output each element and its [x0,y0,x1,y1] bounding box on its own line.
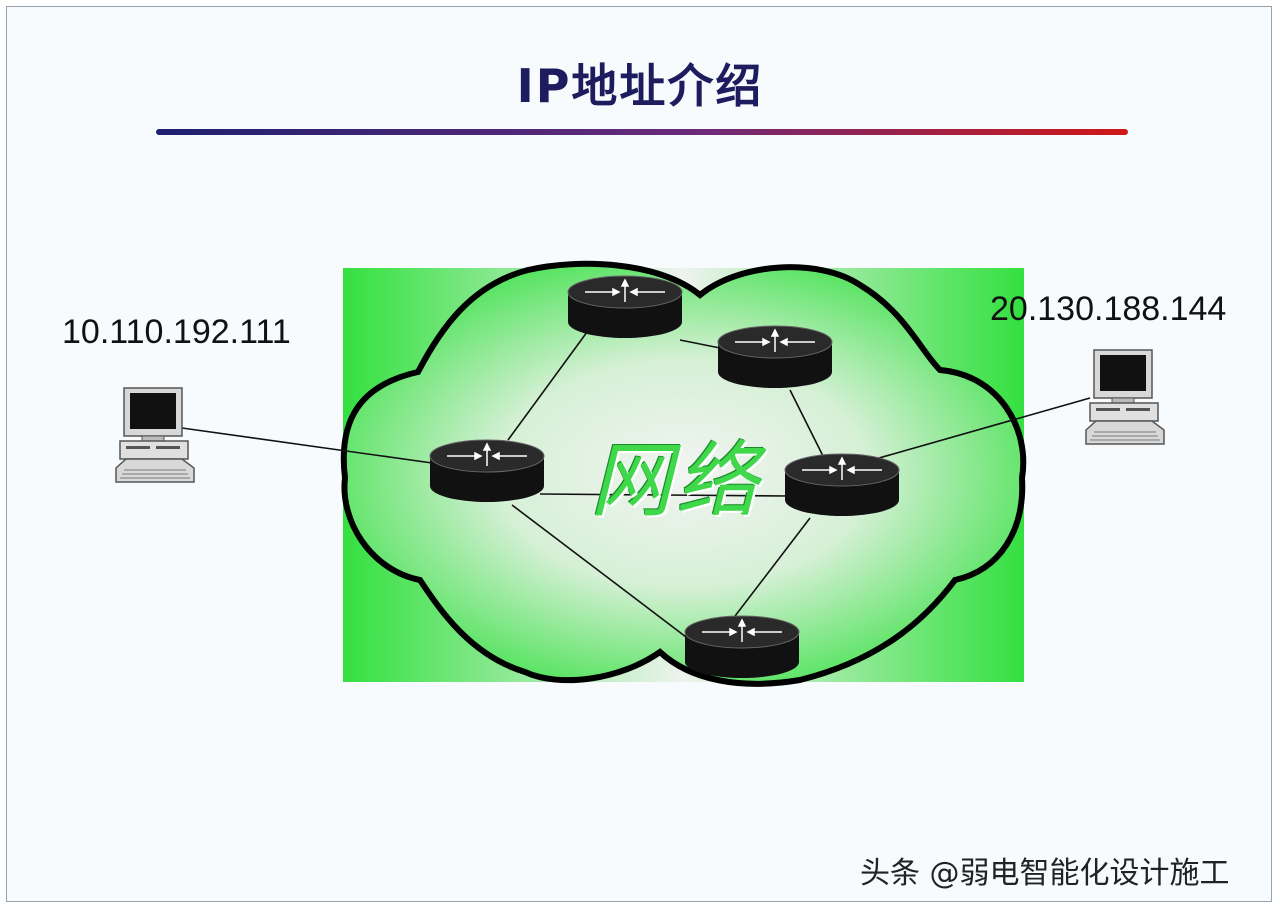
link-r2-r4 [789,389,826,461]
router-icon [784,453,900,516]
router-icon [684,615,800,678]
link-host-right [871,397,1091,461]
link-r1-r3 [507,327,591,441]
network-label: 网络 [590,434,762,529]
network-cloud [340,260,1027,687]
link-host-left [181,427,433,464]
host-right-ip: 20.130.188.144 [990,290,1227,328]
link-r3-r4 [539,493,791,497]
link-r4-r5 [731,517,811,621]
host-left-ip: 10.110.192.111 [62,313,291,351]
watermark: 头条 @弱电智能化设计施工 [860,856,1230,891]
title-underline [156,129,1128,135]
computer-icon [1085,349,1165,445]
computer-icon [115,387,195,483]
link-r3-r5 [511,504,691,641]
router-icon [567,275,683,338]
router-icon [429,439,545,502]
page-title: IP地址介绍 [516,59,764,113]
router-icon [717,325,833,388]
network-links [181,327,1091,641]
link-r1-r2 [679,339,721,349]
